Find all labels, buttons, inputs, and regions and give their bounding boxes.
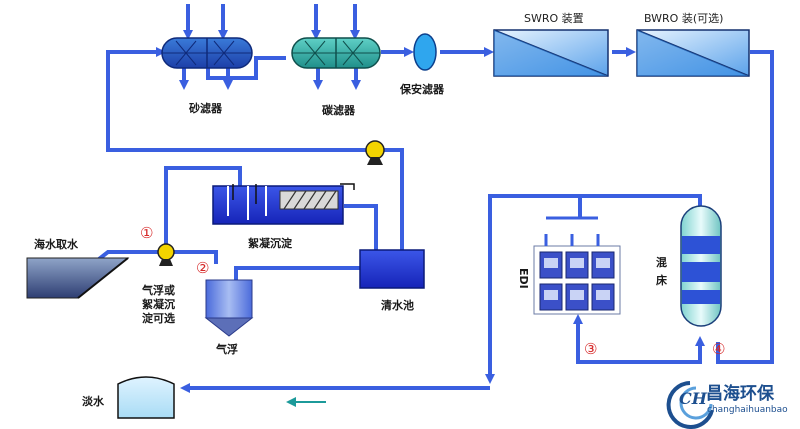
- brand-logo: CH 昌海环保 changhaihuanbao: [666, 381, 788, 429]
- arrow-left: [180, 383, 190, 393]
- mixed-bed-column: [680, 205, 722, 327]
- arrow-down: [350, 30, 360, 40]
- option-note-line1: 气浮或: [141, 283, 175, 297]
- arrow-right: [626, 47, 636, 57]
- bwro-unit: [636, 29, 750, 77]
- flow-direction-arrow: [286, 397, 326, 407]
- edi-outlet-pipe: [488, 194, 582, 380]
- air-flotation-label: 气浮: [215, 342, 238, 356]
- arrow-down: [223, 80, 233, 90]
- step-1-marker: ①: [140, 224, 153, 242]
- carbon-filter-label: 碳滤器: [322, 103, 356, 117]
- bwro-label: BWRO 装(可选): [644, 12, 723, 25]
- arrow-right: [484, 47, 494, 57]
- arrow-up: [573, 314, 583, 324]
- logo-mark: CH: [679, 389, 708, 408]
- pump-intake: [157, 243, 175, 266]
- coagulation-tank: [212, 183, 355, 225]
- float-to-tank-pipe: [234, 266, 360, 280]
- option-note-line2: 絮凝沉: [142, 297, 175, 311]
- edi-rack: [533, 216, 621, 315]
- option-note-line3: 淀可选: [142, 311, 175, 325]
- edi-bottom-pipe: [576, 320, 702, 364]
- clear-water-label: 清水池: [381, 298, 414, 312]
- fresh-water-label: 淡水: [82, 394, 105, 408]
- intake-bank-line: [77, 257, 129, 299]
- edi-label: EDI: [517, 268, 530, 289]
- coagulation-label: 絮凝沉淀: [248, 236, 293, 250]
- swro-label: SWRO 装置: [524, 12, 584, 25]
- seawater-intake-basin: [26, 257, 130, 299]
- coag-to-tank-pipe: [344, 204, 378, 262]
- step-4-marker: ④: [712, 340, 725, 358]
- pump-top: [365, 140, 385, 165]
- coag-feed-pipe: [164, 166, 242, 252]
- pump-to-tank-pipe: [388, 148, 404, 252]
- security-filter: [413, 33, 437, 71]
- arrow-right: [404, 47, 414, 57]
- air-flotation-tank: [204, 279, 254, 337]
- sand-filter-label: 砂滤器: [189, 101, 223, 115]
- swro-unit: [493, 29, 609, 77]
- clear-water-tank: [359, 249, 425, 289]
- logo-pinyin-name: changhaihuanbao: [707, 405, 788, 415]
- arrow-down: [313, 80, 323, 90]
- mixed-bed-label-2: 床: [656, 273, 668, 287]
- flow-arrows: [156, 30, 705, 393]
- step-2-marker: ②: [196, 259, 209, 277]
- arrow-down: [218, 30, 228, 40]
- arrow-up: [695, 336, 705, 346]
- logo-chinese-name: 昌海环保: [706, 383, 775, 404]
- bwro-outlet-pipe: [716, 50, 774, 364]
- mixed-bed-label-1: 混: [656, 255, 667, 269]
- sand-filter: [161, 37, 253, 69]
- arrow-right: [156, 47, 166, 57]
- arrow-down: [351, 80, 361, 90]
- carbon-filter: [291, 37, 381, 69]
- seawater-intake-label: 海水取水: [34, 237, 79, 251]
- arrow-down: [485, 374, 495, 384]
- fresh-water-tank: [117, 376, 175, 419]
- arrow-down: [311, 30, 321, 40]
- bed-to-edi-pipe: [580, 194, 702, 210]
- arrow-down: [179, 80, 189, 90]
- arrow-down: [183, 30, 193, 40]
- sand-to-carbon-pipe: [206, 56, 286, 80]
- loop-to-sand-pipe: [106, 50, 400, 152]
- security-filter-label: 保安滤器: [399, 82, 445, 96]
- step-3-marker: ③: [584, 340, 597, 358]
